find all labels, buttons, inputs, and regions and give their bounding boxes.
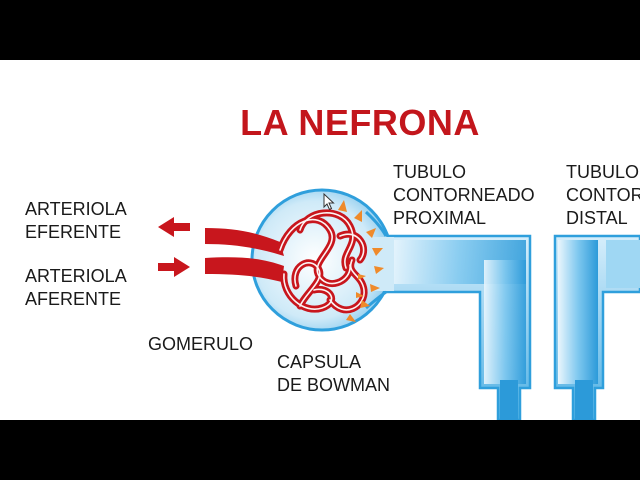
afferent-arteriole [205, 257, 284, 282]
label-arteriola-eferente: ARTERIOLA EFERENTE [25, 199, 127, 242]
efferent-arteriole [205, 228, 284, 256]
label-capsula-bowman: CAPSULA DE BOWMAN [277, 352, 391, 395]
mouse-pointer-icon [323, 193, 335, 211]
filtrate-arrows [338, 200, 384, 322]
page-title: LA NEFRONA [240, 102, 480, 143]
arrow-right-icon [158, 257, 190, 277]
arrow-left-icon [158, 217, 190, 237]
nephron-diagram [158, 188, 640, 420]
label-gomerulo: GOMERULO [148, 334, 254, 354]
label-arteriola-aferente: ARTERIOLA AFERENTE [25, 266, 127, 309]
label-tubulo-distal: TUBULO CONTOR DISTAL [566, 162, 640, 228]
label-tubulo-proximal: TUBULO CONTORNEADO PROXIMAL [393, 162, 535, 228]
slide: LA NEFRONA ARTERIOLA EFERENTE ARTERIOLA … [0, 60, 640, 420]
letterbox-bottom [0, 420, 640, 480]
letterbox-top [0, 0, 640, 60]
